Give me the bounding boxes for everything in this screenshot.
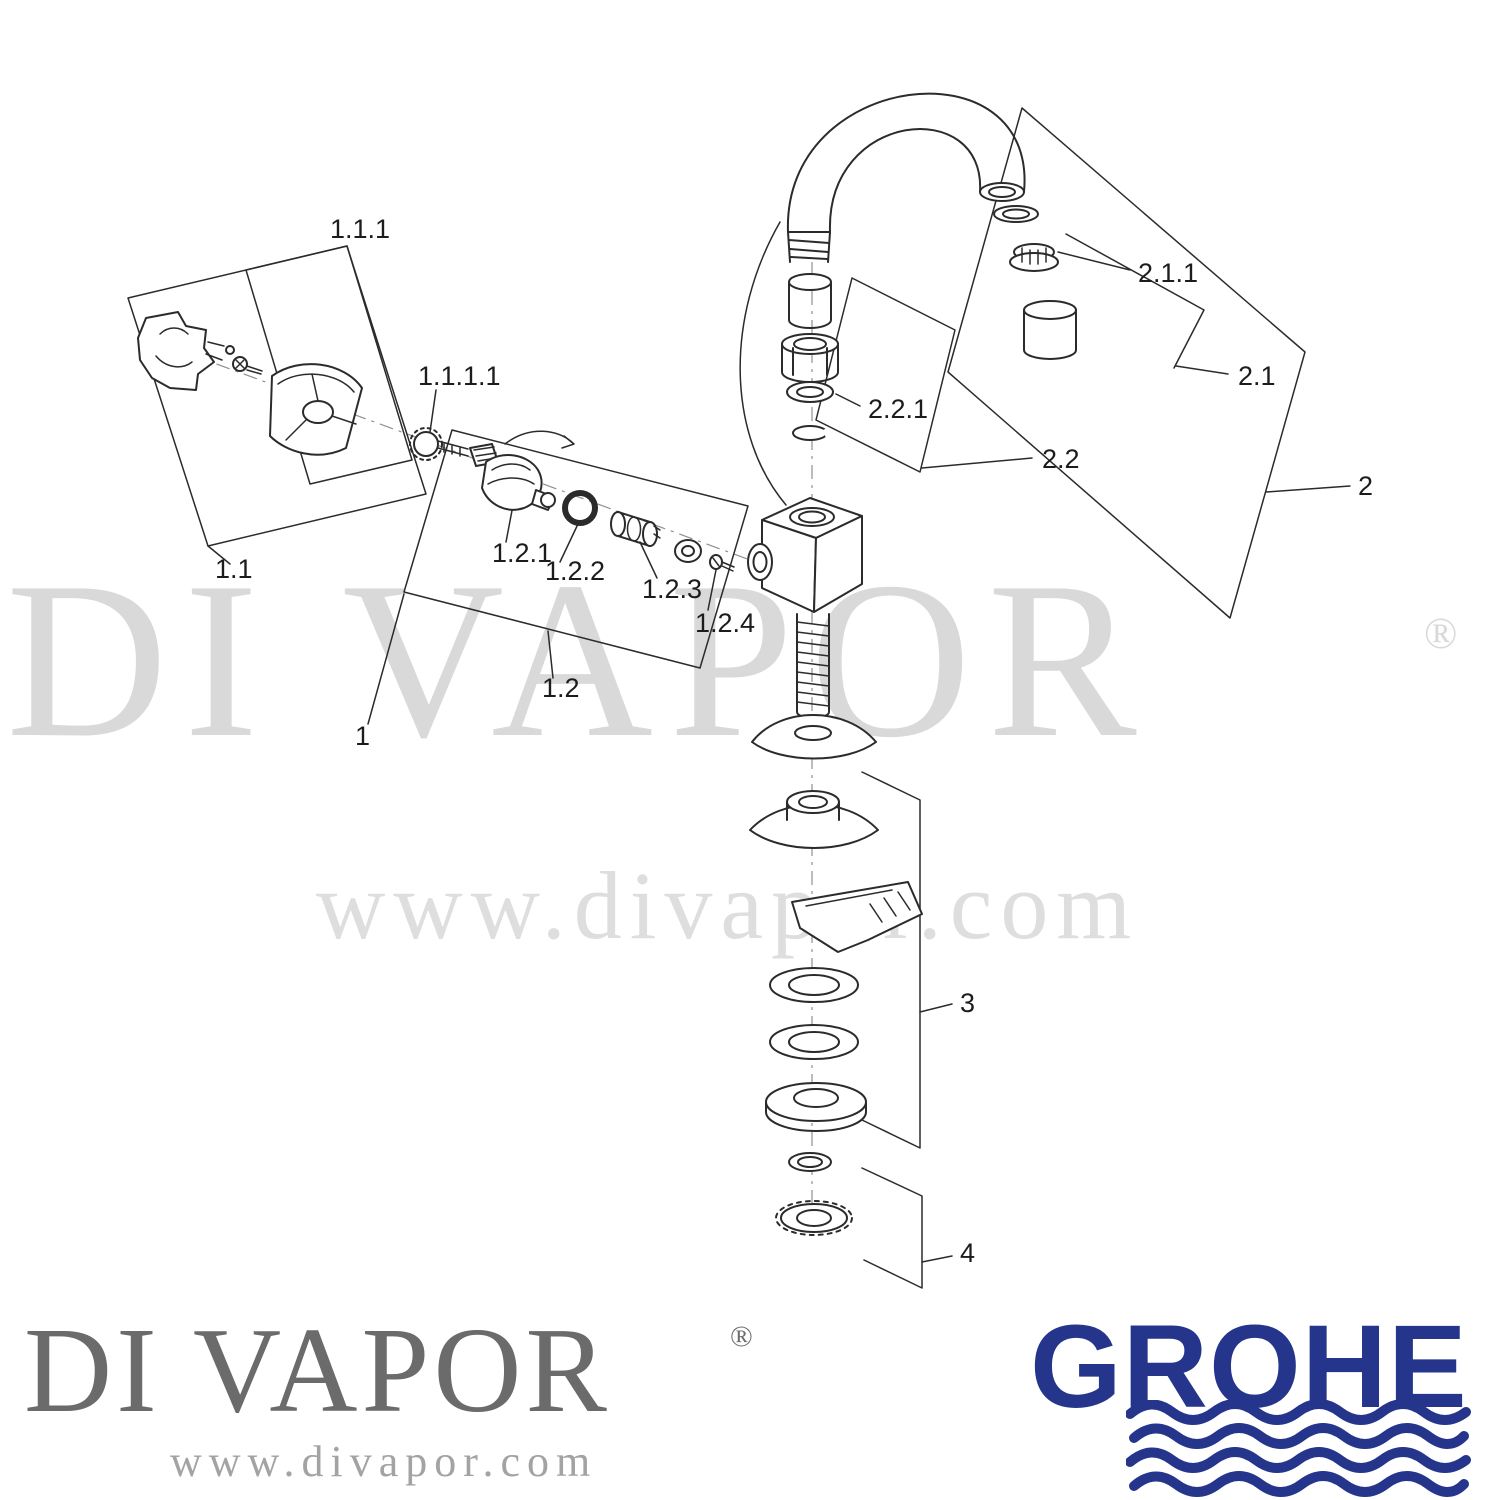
part-label: 2 — [1358, 471, 1373, 501]
handle-screw-part — [232, 356, 263, 375]
knurled-nut-part — [775, 1200, 853, 1236]
part-label: 2.1.1 — [1138, 258, 1198, 288]
handle-knob-part — [269, 363, 363, 456]
group-boxes-and-leaders — [127, 107, 1351, 1289]
spout-drawing — [739, 92, 1026, 506]
watermark-divapor: DI VAPOR — [6, 536, 1153, 784]
part-label: 1.2.3 — [642, 574, 702, 604]
part-label: 1 — [355, 721, 370, 751]
grohe-waves-icon — [1126, 1400, 1471, 1497]
grooved-washer-part — [674, 539, 702, 563]
washer-part-1 — [769, 967, 859, 1003]
faucet-body-drawing — [747, 497, 863, 613]
mounting-clamp-part — [791, 881, 923, 953]
part-label: 1.2.1 — [492, 538, 552, 568]
part-label: 1.1.1 — [330, 214, 390, 244]
retainer-ring-part — [540, 492, 556, 508]
part-label: 3 — [960, 988, 975, 1018]
part-label: 2.2.1 — [868, 394, 928, 424]
part-label: 1.2 — [542, 673, 580, 703]
small-washer-part — [788, 1152, 832, 1172]
aerator-insert-part — [1009, 243, 1059, 272]
divapor-registered-mark: ® — [730, 1320, 753, 1353]
part-label: 1.2.2 — [545, 556, 605, 586]
threaded-stem-drawing — [796, 613, 830, 719]
large-oring-part — [562, 490, 598, 526]
valve-bushing-part — [610, 511, 661, 547]
part-label: 2.1 — [1238, 361, 1276, 391]
oring-part — [786, 381, 834, 403]
part-label: 1.1.1.1 — [418, 361, 501, 391]
part-labels: 1.1.1 1.1.1.1 1.1 1.2.1 1.2.2 1.2.3 1.2.… — [215, 214, 1373, 1268]
part-label: 1.2.4 — [695, 608, 755, 638]
divapor-url: www.divapor.com — [170, 1437, 598, 1486]
flanged-nut-part — [765, 1082, 867, 1132]
assembly-axes — [161, 262, 813, 1238]
watermark-registered-mark: ® — [1424, 609, 1458, 658]
handle-cap-part — [137, 311, 235, 391]
escutcheon-base-part — [749, 790, 879, 849]
watermark-url: www.divapor.com — [316, 852, 1139, 959]
coupling-nut-part — [781, 333, 839, 383]
divapor-logo: DI VAPOR — [24, 1303, 611, 1438]
fixing-screw-part — [709, 554, 735, 572]
part-label: 2.2 — [1042, 444, 1080, 474]
aerator-ring-part — [993, 205, 1039, 223]
part-label: 4 — [960, 1238, 975, 1268]
connector-sleeve-part — [788, 273, 832, 329]
cartridge-part — [469, 430, 575, 511]
escutcheon-top-part — [751, 714, 877, 760]
part-label: 1.1 — [215, 554, 253, 584]
spline-adapter-part — [409, 427, 469, 461]
spout-sleeve-part — [1023, 300, 1077, 360]
washer-part-2 — [769, 1024, 859, 1060]
circlip-part — [792, 425, 832, 441]
